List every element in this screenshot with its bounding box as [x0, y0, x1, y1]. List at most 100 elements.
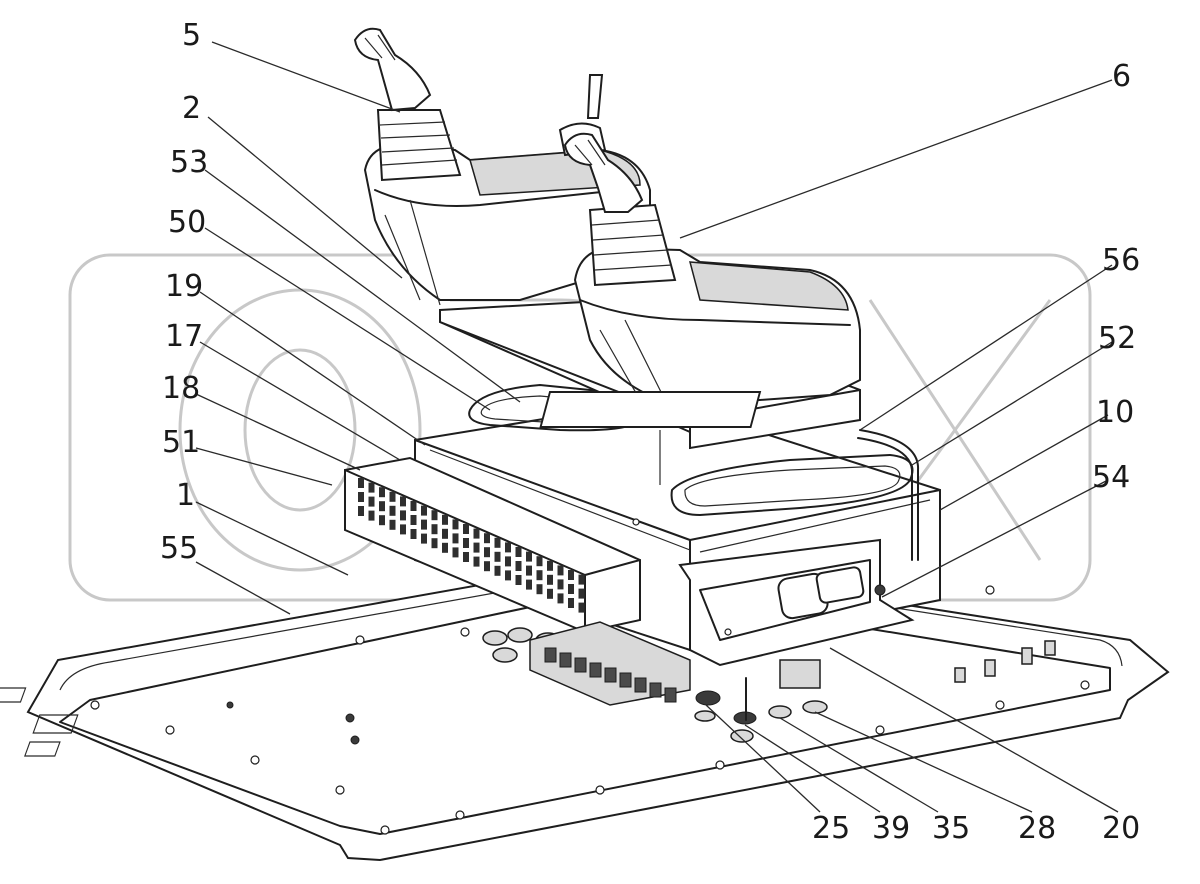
terminal-cell	[484, 533, 490, 544]
callout-35: 35	[932, 811, 970, 846]
terminal-cell	[389, 505, 396, 516]
terminal-cell	[515, 575, 522, 585]
terminal-cell	[442, 514, 448, 525]
callout-28: 28	[1018, 811, 1056, 846]
leader-5	[211, 41, 401, 113]
terminal-cell	[410, 515, 417, 525]
callout-52: 52	[1098, 321, 1136, 356]
terminal-cell	[568, 598, 574, 608]
leader-6	[679, 79, 1113, 239]
connector-pin	[559, 652, 572, 668]
connector-pin	[664, 687, 677, 703]
terminal-strip	[344, 456, 641, 634]
callout-6: 6	[1112, 59, 1131, 94]
callout-1: 1	[176, 478, 195, 513]
terminal-cell	[431, 524, 438, 535]
callout-51: 51	[162, 425, 200, 460]
terminal-cell	[400, 496, 406, 507]
terminal-cell	[547, 574, 553, 585]
terminal-cell	[452, 519, 459, 530]
terminal-cell	[536, 570, 543, 581]
terminal-cell	[379, 487, 385, 498]
terminal-cell	[484, 547, 490, 558]
right-joystick-boot	[588, 203, 677, 287]
terminal-cell	[526, 551, 532, 562]
callout-17: 17	[165, 319, 203, 354]
callout-50: 50	[168, 205, 206, 240]
terminal-cell	[578, 588, 585, 599]
terminal-cell	[515, 561, 522, 571]
terminal-cell	[494, 537, 501, 548]
terminal-cell	[389, 519, 396, 530]
terminal-cell	[400, 510, 406, 521]
leader-50	[204, 227, 491, 411]
terminal-cell	[547, 588, 553, 599]
terminal-cell	[400, 524, 406, 535]
terminal-cell	[410, 529, 417, 539]
terminal-cell	[473, 528, 480, 539]
connector-pin	[634, 677, 647, 693]
terminal-cell	[379, 515, 385, 526]
right-joystick-handle	[563, 132, 644, 213]
leader-lines	[195, 41, 1119, 813]
callout-39: 39	[872, 811, 910, 846]
connector-block	[529, 621, 691, 706]
terminal-cell	[421, 533, 427, 544]
left-joystick-handle	[353, 27, 432, 112]
leader-18	[195, 393, 361, 471]
right-armrest-unit	[539, 132, 861, 428]
leader-2	[207, 116, 403, 279]
connector-pins	[544, 647, 677, 703]
leader-39	[744, 724, 881, 813]
left-joystick-boot	[376, 109, 462, 182]
terminal-cell	[557, 593, 564, 604]
terminal-cell	[526, 579, 532, 590]
callout-10: 10	[1096, 395, 1134, 430]
terminal-cell	[421, 519, 427, 530]
leader-28	[814, 711, 1033, 813]
connector-pin	[619, 672, 632, 688]
terminal-cell	[368, 496, 375, 507]
terminal-cell	[358, 506, 364, 516]
terminal-cell	[410, 501, 417, 511]
terminal-cell	[379, 501, 385, 512]
terminal-cell	[505, 570, 511, 581]
terminal-cell	[568, 570, 574, 580]
leader-1	[195, 501, 349, 576]
base-plate-holes	[90, 585, 1090, 835]
callout-18: 18	[162, 371, 200, 406]
terminal-cell	[431, 510, 438, 521]
callout-25: 25	[812, 811, 850, 846]
terminal-cell	[515, 547, 522, 557]
leader-35	[779, 717, 939, 813]
base-plate-cutouts	[0, 687, 360, 757]
terminal-cell	[431, 538, 438, 549]
leader-55	[195, 561, 291, 615]
terminal-cell	[452, 547, 459, 558]
terminal-cell	[463, 538, 469, 548]
callout-19: 19	[165, 269, 203, 304]
leader-53	[204, 169, 521, 403]
front-cover	[678, 538, 915, 689]
grommet-set	[482, 627, 828, 743]
terminal-cell	[578, 574, 585, 585]
connector-pin	[544, 647, 557, 663]
callout-5: 5	[182, 18, 201, 53]
terminal-cell	[463, 552, 469, 562]
terminal-cell	[368, 510, 375, 521]
terminal-cell	[536, 584, 543, 595]
connector-pin	[604, 667, 617, 683]
terminal-cell	[568, 584, 574, 594]
terminal-cell	[557, 579, 564, 590]
terminal-cell	[421, 505, 427, 516]
terminal-cell	[368, 482, 375, 493]
leader-52	[911, 341, 1113, 466]
callout-54: 54	[1092, 460, 1130, 495]
terminal-cell	[578, 602, 585, 613]
connector-pin	[574, 657, 587, 673]
callout-53: 53	[170, 145, 208, 180]
terminal-cell	[494, 551, 501, 562]
terminal-cell	[536, 556, 543, 567]
callout-2: 2	[182, 91, 201, 126]
